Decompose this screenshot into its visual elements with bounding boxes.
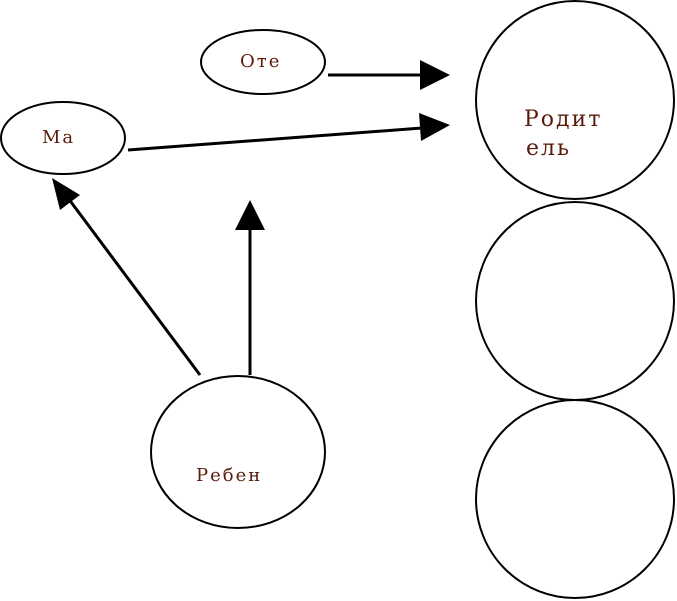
node-child[interactable]: Ребен	[150, 375, 326, 529]
arrowhead-father-to-parent	[420, 60, 450, 90]
parent-circle-bottom[interactable]	[475, 399, 675, 599]
arrow-child-to-mother	[66, 197, 202, 376]
father-label: Оте	[240, 51, 281, 72]
parent-label-line2: ель	[526, 136, 571, 161]
node-father[interactable]: Оте	[200, 29, 326, 95]
arrowhead-child-up	[235, 200, 265, 230]
child-ellipse	[150, 375, 326, 529]
father-ellipse	[200, 29, 326, 95]
connectors	[52, 60, 450, 376]
node-parent-stack: Родит ель	[475, 0, 675, 599]
mother-label: Ма	[42, 127, 75, 148]
child-label: Ребен	[196, 465, 262, 486]
parent-circle-middle[interactable]	[475, 201, 675, 401]
node-parent[interactable]: Родит ель	[475, 0, 675, 200]
arrowhead-mother-to-parent	[419, 113, 450, 141]
parent-label-line1: Родит	[524, 107, 602, 132]
arrowhead-child-to-mother	[52, 178, 80, 210]
parent-circle-top	[475, 0, 675, 200]
mother-ellipse	[0, 101, 126, 175]
arrow-mother-to-parent	[127, 126, 423, 152]
node-mother[interactable]: Ма	[0, 101, 126, 175]
